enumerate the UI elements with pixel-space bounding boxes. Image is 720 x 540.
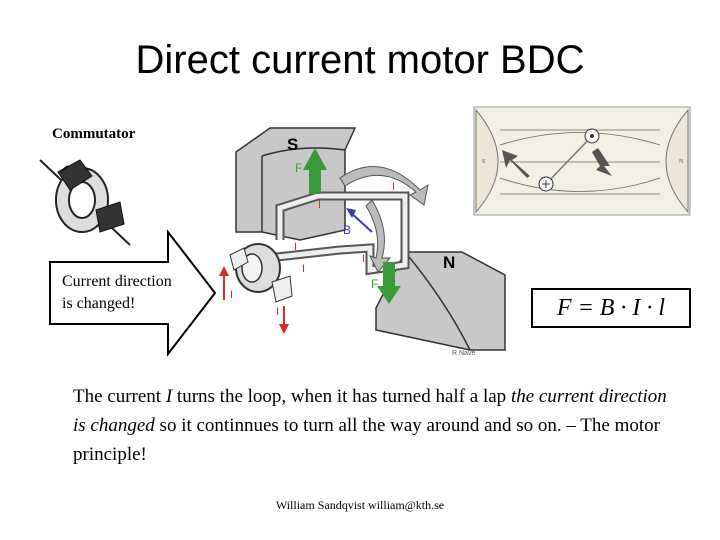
body-text: The current I turns the loop, when it ha…: [73, 382, 673, 469]
body-italic: the current direction is changed: [73, 386, 667, 436]
page-title: Direct current motor BDC: [135, 38, 585, 82]
callout-line-2: is changed!: [62, 295, 136, 312]
body-current-symbol: I: [165, 386, 173, 407]
current-markers: I I I I I I I: [219, 181, 395, 334]
formula-box: F = B · I · l: [531, 288, 691, 328]
south-label: S: [287, 135, 298, 154]
svg-text:I: I: [362, 253, 365, 265]
body-part-3: so it continnues to turn all the way aro…: [73, 415, 660, 465]
inset-right-label: N: [679, 159, 684, 165]
callout-arrow: [49, 229, 217, 357]
svg-text:I: I: [392, 181, 395, 193]
svg-text:I: I: [276, 306, 279, 318]
image-credit: R Nave: [452, 350, 475, 357]
force-arrow-down: F: [371, 262, 401, 304]
callout-line-1: Current direction: [62, 273, 172, 290]
armature-loop: [267, 165, 429, 276]
motor-commutator: [229, 243, 293, 303]
field-arrow: B: [343, 208, 373, 237]
svg-text:I: I: [302, 263, 305, 275]
field-label: B: [343, 223, 351, 237]
force-label-top: F: [295, 161, 302, 175]
commutator-label: Commutator: [52, 126, 136, 142]
inset-left-label: S: [482, 159, 485, 165]
svg-text:I: I: [294, 241, 297, 253]
north-magnet: N: [375, 251, 506, 351]
commutator-drawing: [39, 159, 131, 246]
svg-text:I: I: [318, 199, 321, 211]
body-part-1: The current: [73, 386, 166, 407]
south-magnet: S: [235, 127, 357, 241]
callout-text: Current direction is changed!: [62, 271, 212, 315]
field-inset: S N: [473, 106, 691, 216]
force-label-bottom: F: [371, 277, 378, 291]
footer: William Sandqvist william@kth.se: [275, 498, 445, 512]
force-arrow-up: F: [295, 148, 327, 194]
north-label: N: [443, 253, 455, 272]
body-part-2: turns the loop, when it has turned half …: [172, 386, 511, 407]
svg-text:I: I: [230, 289, 233, 301]
